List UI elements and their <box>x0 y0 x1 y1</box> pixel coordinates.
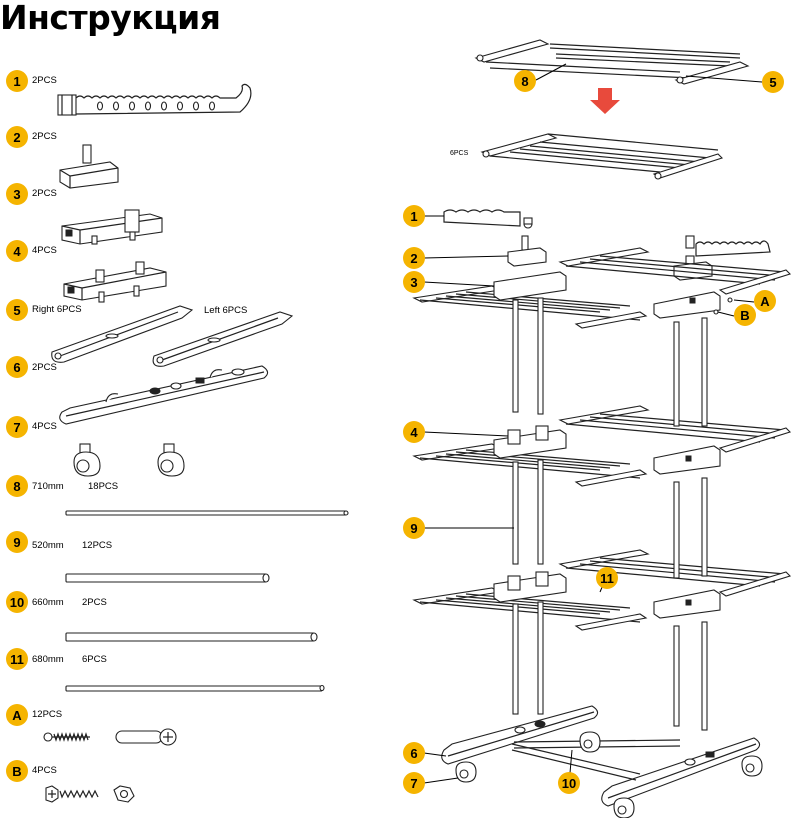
part-badge-6: 6 <box>6 356 28 378</box>
rack-assembly-drawing <box>412 209 792 818</box>
part-qty-11: 6PCS <box>82 654 107 665</box>
part-length-10: 660mm <box>32 597 64 608</box>
callout-badge-2: 2 <box>403 247 425 269</box>
part-qty-B: 4PCS <box>32 765 57 776</box>
callout-badge-1: 1 <box>403 205 425 227</box>
part-qty-7: 4PCS <box>32 421 57 432</box>
page-title: Инструкция <box>0 0 221 37</box>
part-qty-2: 2PCS <box>32 131 57 142</box>
part-badge-11: 11 <box>6 648 28 670</box>
part-qty-6: 2PCS <box>32 362 57 373</box>
callout-badge-8: 8 <box>514 70 536 92</box>
part-qty-3: 2PCS <box>32 188 57 199</box>
part-qty-4: 4PCS <box>32 245 57 256</box>
part-6-base-beam-drawing <box>59 365 269 425</box>
part-A-screw-drawing <box>43 728 177 746</box>
part-11-rod-drawing <box>65 684 325 692</box>
callout-badge-9: 9 <box>403 517 425 539</box>
part-badge-4: 4 <box>6 240 28 262</box>
part-badge-B: B <box>6 760 28 782</box>
down-arrow-icon <box>590 88 620 114</box>
callout-badge-B: B <box>734 304 756 326</box>
callout-badge-5: 5 <box>762 71 784 93</box>
part-badge-7: 7 <box>6 416 28 438</box>
part-qty-5-left: Left 6PCS <box>204 305 248 316</box>
part-9-rod-drawing <box>65 573 270 583</box>
part-qty-5-right: Right 6PCS <box>32 304 82 315</box>
part-badge-5: 5 <box>6 299 28 321</box>
part-qty-8: 18PCS <box>88 481 119 492</box>
part-1-hook-bar-drawing <box>57 83 252 116</box>
part-length-8: 710mm <box>32 481 64 492</box>
part-B-bolt-drawing <box>45 785 135 803</box>
part-badge-2: 2 <box>6 126 28 148</box>
part-10-rod-drawing <box>65 632 318 642</box>
callout-badge-3: 3 <box>403 271 425 293</box>
part-2-connector-drawing <box>59 144 119 189</box>
part-7-caster-drawing <box>73 443 185 477</box>
part-8-rod-drawing <box>65 510 349 516</box>
part-badge-A: A <box>6 704 28 726</box>
part-badge-1: 1 <box>6 70 28 92</box>
callout-badge-11: 11 <box>596 567 618 589</box>
callout-badge-4: 4 <box>403 421 425 443</box>
callout-badge-7: 7 <box>403 772 425 794</box>
part-5-arm-drawing <box>51 305 294 367</box>
part-qty-9: 12PCS <box>82 540 113 551</box>
callout-badge-10: 10 <box>558 772 580 794</box>
part-badge-3: 3 <box>6 183 28 205</box>
part-badge-8: 8 <box>6 475 28 497</box>
part-3-bracket-drawing <box>61 209 163 245</box>
part-qty-10: 2PCS <box>82 597 107 608</box>
part-badge-10: 10 <box>6 591 28 613</box>
part-qty-1: 2PCS <box>32 75 57 86</box>
callout-leader-lines <box>423 63 763 784</box>
callout-badge-6: 6 <box>403 742 425 764</box>
part-length-11: 680mm <box>32 654 64 665</box>
part-length-9: 520mm <box>32 540 64 551</box>
shelf-exploded-drawing <box>474 39 750 85</box>
part-badge-9: 9 <box>6 531 28 553</box>
shelf-qty-label: 6PCS <box>450 150 469 157</box>
part-4-bracket-drawing <box>63 261 167 303</box>
part-qty-A: 12PCS <box>32 709 63 720</box>
callout-badge-A: A <box>754 290 776 312</box>
shelf-drawing <box>480 133 724 180</box>
